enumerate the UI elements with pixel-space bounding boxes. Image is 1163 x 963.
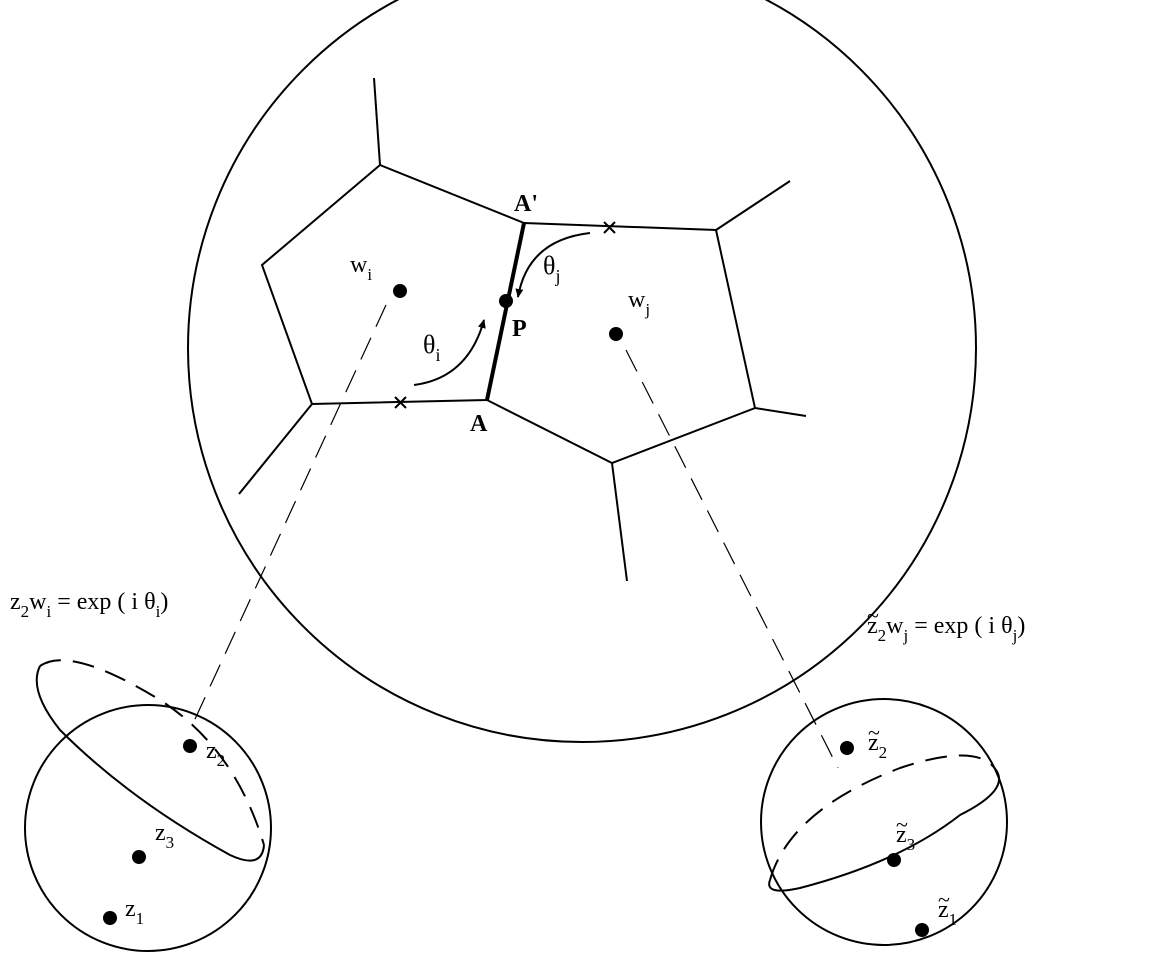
- cell-i-center: [393, 284, 407, 298]
- projection-line-left: [189, 304, 387, 731]
- label-left-z2: z2: [206, 738, 225, 770]
- right-sphere-equator-front: [768, 769, 1001, 892]
- edge-crossing-mark-left: [394, 396, 407, 409]
- left-point-z1: [103, 911, 117, 925]
- main-disk: A' A P wi wj θi θj: [187, 0, 977, 743]
- angle-j-arrow: [515, 232, 591, 298]
- angle-i-arrow: [413, 319, 486, 386]
- right-point-z1: [915, 923, 929, 937]
- left-point-z3: [132, 850, 146, 864]
- projection-line-right: [625, 349, 839, 769]
- left-sphere-equator-front: [35, 665, 265, 862]
- label-right-z2-tilde: ~: [868, 720, 880, 745]
- label-p: P: [512, 316, 527, 342]
- equation-left: z2wi = exp ( i θi): [10, 589, 168, 621]
- label-left-z3: z3: [155, 820, 174, 852]
- label-right-z2: z2: [868, 730, 887, 762]
- spoke-right: [754, 407, 807, 417]
- left-sphere: z2 z3 z1: [24, 659, 272, 952]
- label-right-z1: z1: [938, 897, 957, 929]
- left-sphere-equator-back: [39, 659, 265, 846]
- equation-right: z2wj = exp ( i θj): [867, 613, 1025, 645]
- main-disk-boundary: [187, 0, 977, 743]
- label-right-z1-tilde: ~: [938, 887, 950, 912]
- label-right-z3-tilde: ~: [896, 812, 908, 837]
- right-point-z2: [840, 741, 854, 755]
- spoke-top: [373, 77, 381, 166]
- edge-crossing-mark-right: [603, 221, 616, 234]
- label-theta-j: θj: [543, 251, 560, 286]
- cell-j-center: [609, 327, 623, 341]
- label-theta-i: θi: [423, 330, 440, 365]
- left-sphere-outline: [24, 704, 272, 952]
- label-a: A: [470, 411, 488, 437]
- spoke-bottom: [611, 462, 628, 582]
- label-w-i: wi: [350, 252, 372, 284]
- cell-i-polygon: [260, 163, 526, 406]
- right-sphere-equator-back: [769, 754, 997, 881]
- right-point-z3: [887, 853, 901, 867]
- edge-a-a-prime: [485, 222, 526, 401]
- label-w-j: wj: [628, 287, 650, 319]
- label-a-prime: A': [514, 191, 538, 217]
- spoke-left-bottom: [238, 403, 313, 495]
- right-sphere: ~ z2 ~ z3 ~ z1: [760, 698, 1008, 946]
- spoke-right-top: [715, 180, 791, 231]
- point-p: [499, 294, 513, 308]
- label-left-z1: z1: [125, 896, 144, 928]
- right-sphere-outline: [760, 698, 1008, 946]
- label-right-z3: z3: [896, 822, 915, 854]
- equation-right-tilde: ~: [867, 603, 879, 628]
- left-point-z2: [183, 739, 197, 753]
- cell-j-polygon: [485, 221, 757, 465]
